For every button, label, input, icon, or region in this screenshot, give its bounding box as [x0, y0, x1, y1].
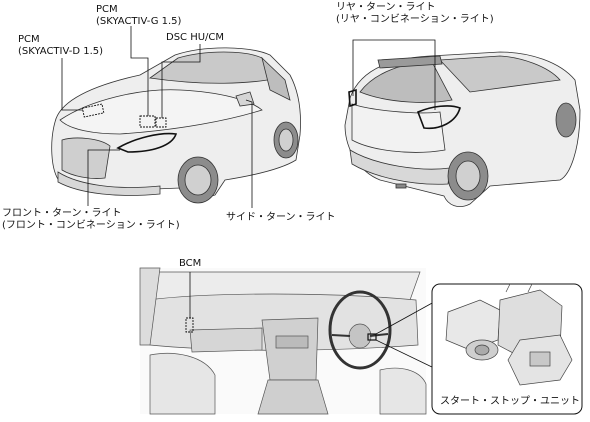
rear-combination-light-highlight: [348, 88, 461, 130]
rear-car-illustration: [344, 51, 581, 207]
dsc-hu-cm-label: DSC HU/CM: [166, 32, 225, 43]
front-car-illustration: [51, 47, 301, 204]
interior-illustration: [139, 267, 427, 415]
rear-turn-light-label: リヤ・ターン・ライト (リヤ・コンビネーション・ライト): [336, 2, 494, 26]
pcm-skyactiv-g-line1: PCM: [96, 4, 118, 15]
pcm-skyactiv-g-line2: (SKYACTIV-G 1.5): [96, 16, 182, 27]
bcm-label: BCM: [179, 258, 202, 269]
front-turn-light-line1: フロント・ターン・ライト: [2, 208, 122, 219]
pcm-skyactiv-d-label: PCM (SKYACTIV-D 1.5): [18, 34, 103, 58]
pcm-skyactiv-d-line2: (SKYACTIV-D 1.5): [18, 46, 104, 57]
pcm-skyactiv-d-highlight: [81, 103, 105, 118]
rear-turn-light-line2: (リヤ・コンビネーション・ライト): [336, 14, 494, 25]
rear-leader-lines: [352, 39, 436, 110]
start-stop-unit-label: スタート・ストップ・ユニット: [440, 396, 580, 407]
front-turn-light-label: フロント・ターン・ライト (フロント・コンビネーション・ライト): [2, 208, 180, 232]
pcm-skyactiv-g-highlight: [139, 115, 156, 128]
front-leader-lines: [61, 26, 253, 208]
side-turn-light-label: サイド・ターン・ライト: [226, 212, 336, 223]
start-stop-unit-detail-illustration: [445, 283, 573, 386]
rear-turn-light-line1: リヤ・ターン・ライト: [336, 2, 436, 13]
dsc-hu-cm-highlight: [155, 117, 167, 128]
pcm-skyactiv-d-line1: PCM: [18, 34, 40, 45]
start-stop-unit-highlight: [367, 333, 377, 341]
front-turn-light-line2: (フロント・コンビネーション・ライト): [2, 220, 180, 231]
pcm-skyactiv-g-label: PCM (SKYACTIV-G 1.5): [96, 4, 181, 28]
bcm-highlight: [185, 317, 194, 333]
detail-leader-lines: [375, 301, 435, 369]
front-combination-light-highlight: [116, 132, 178, 153]
